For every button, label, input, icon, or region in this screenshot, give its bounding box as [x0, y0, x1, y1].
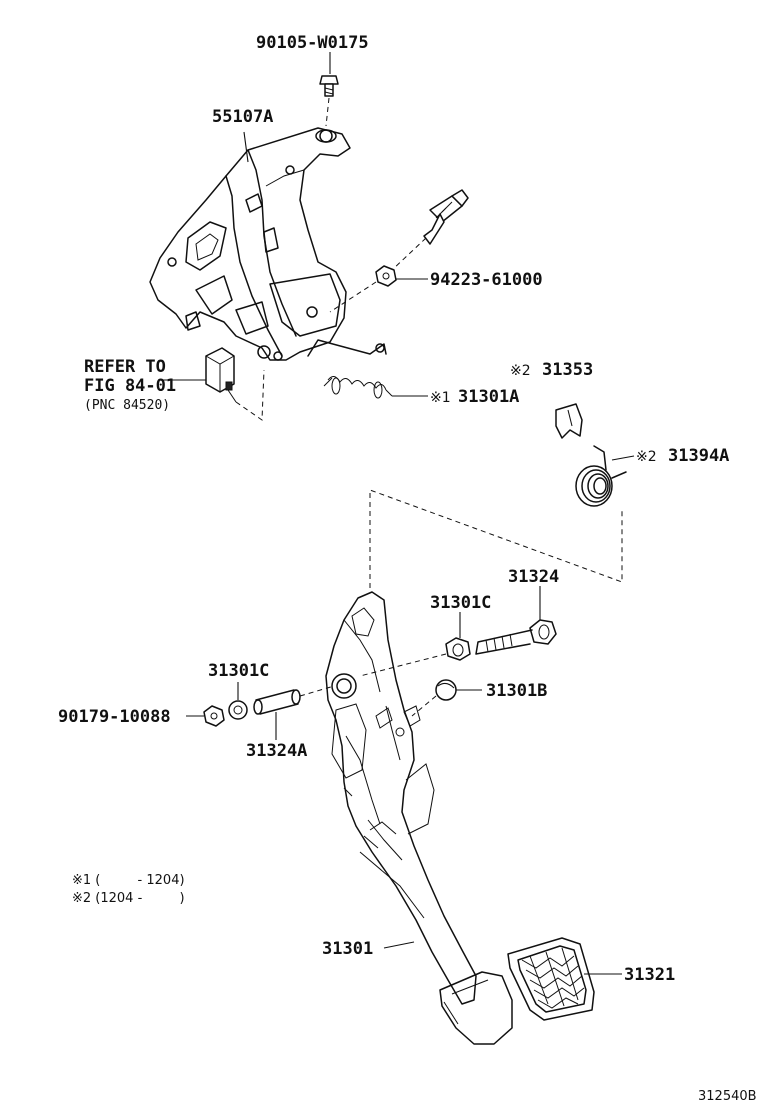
label-90179-10088: 90179-10088 — [58, 707, 171, 727]
label-31301c-right: 31301C — [430, 593, 491, 613]
label-fig-84-01: FIG 84-01 — [84, 376, 176, 396]
label-31353: 31353 — [542, 360, 593, 380]
nut-94223-61000[interactable] — [375, 265, 397, 287]
clip-31353[interactable] — [555, 403, 583, 439]
leader-return-spring — [611, 455, 635, 461]
label-90105-w0175: 90105-W0175 — [256, 33, 369, 53]
label-31301: 31301 — [322, 939, 373, 959]
label-refer-to: REFER TO — [84, 357, 166, 377]
leader-bracket — [243, 131, 249, 163]
mark-1-spring: ※1 — [430, 390, 451, 406]
mark-2-spring: ※2 — [636, 449, 657, 465]
stop-lamp-switch[interactable] — [423, 189, 469, 245]
collar-31324a[interactable] — [253, 689, 301, 715]
label-94223-61000: 94223-61000 — [430, 270, 543, 290]
leader-pedal-arm — [383, 941, 415, 949]
label-pnc-84520: (PNC 84520) — [84, 398, 170, 413]
bolt-31324[interactable] — [475, 619, 557, 655]
figure-id: 312540B — [698, 1089, 757, 1104]
stopper-31301b[interactable] — [435, 679, 457, 701]
nut-90179-10088[interactable] — [203, 705, 225, 727]
bolt-dashed-axis — [359, 653, 447, 677]
label-31324a: 31324A — [246, 741, 307, 761]
nut-dashed-guide — [329, 281, 377, 313]
switch-dashed-guide — [391, 237, 427, 271]
return-spring-31394a[interactable] — [575, 445, 627, 507]
bushing-31301c-right[interactable] — [445, 637, 471, 661]
pedal-pad-base — [439, 971, 513, 1045]
bolt-90105-w0175[interactable] — [319, 75, 339, 97]
collar-dashed-axis — [299, 685, 335, 697]
label-31301b: 31301B — [486, 681, 547, 701]
label-55107a: 55107A — [212, 107, 273, 127]
note-2: ※2 (1204 - ) — [72, 891, 185, 906]
spring-31301a[interactable] — [307, 339, 393, 399]
pedal-pad-31321[interactable] — [507, 937, 595, 1021]
label-31301c-left: 31301C — [208, 661, 269, 681]
label-31324: 31324 — [508, 567, 559, 587]
note-1: ※1 ( - 1204) — [72, 873, 185, 888]
label-31321: 31321 — [624, 965, 675, 985]
bolt-dashed-guide — [325, 97, 330, 127]
sensor-connector-84520[interactable] — [205, 347, 237, 403]
pedal-bracket-55107a[interactable] — [149, 127, 351, 361]
pedal-arm-31301[interactable] — [325, 591, 477, 1005]
label-31394a: 31394A — [668, 446, 729, 466]
mark-2-clip: ※2 — [510, 363, 531, 379]
connector-dashed-guide — [235, 369, 265, 421]
bushing-31301c-left[interactable] — [228, 700, 248, 720]
label-31301a: 31301A — [458, 387, 519, 407]
pivot-dashed-guide — [369, 489, 623, 588]
